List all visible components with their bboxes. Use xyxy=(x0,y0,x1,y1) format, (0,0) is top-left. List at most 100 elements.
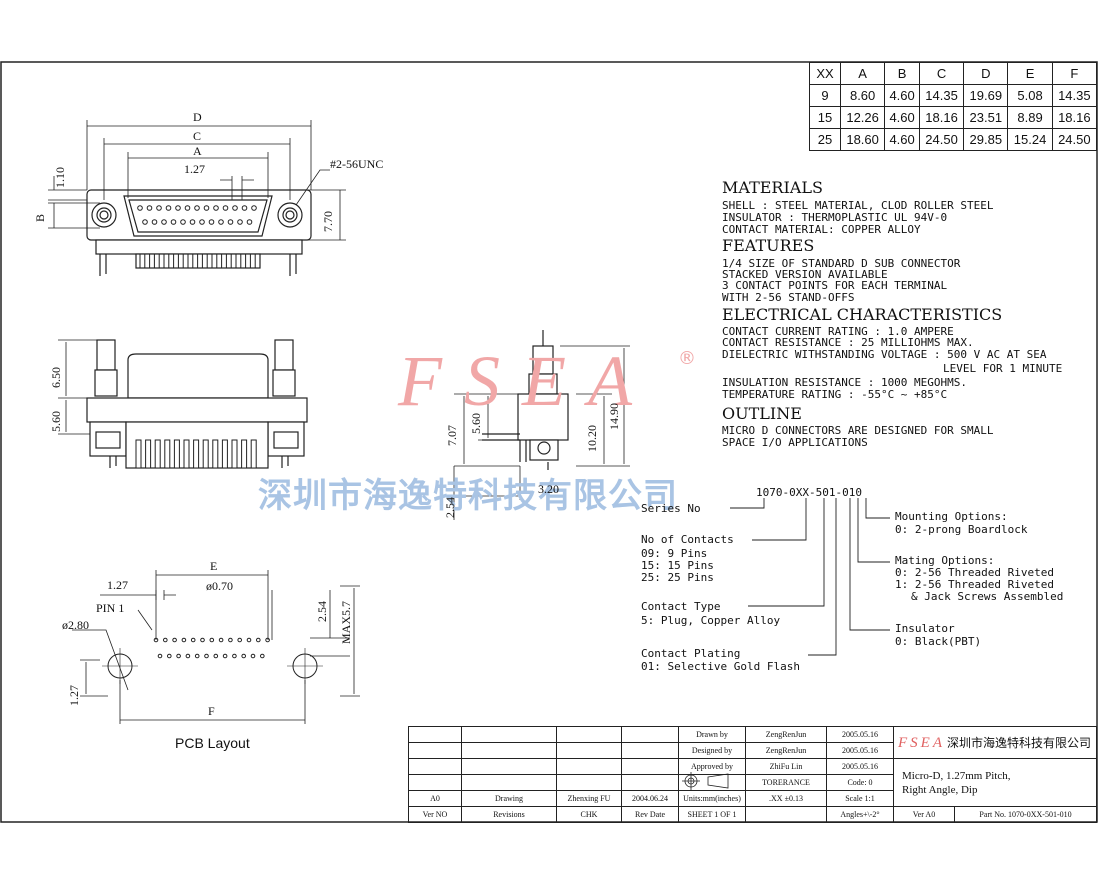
pcb-pin-hole xyxy=(190,637,196,643)
pcb-pin-hole xyxy=(163,637,168,643)
front-dim-a: A xyxy=(193,144,202,158)
side-contact-pin xyxy=(193,439,200,469)
dimension-table-header-cell: A xyxy=(839,62,886,85)
tb-code: Code: 0 xyxy=(826,774,894,791)
tb-drawn-name: ZengRenJun xyxy=(745,726,827,743)
pcb-pin-hole xyxy=(246,637,252,643)
tb-logo-cell: FSEA 深圳市海逸特科技有限公司 xyxy=(893,726,1097,759)
front-hole-right xyxy=(277,202,303,228)
features-title: FEATURES xyxy=(722,236,815,255)
tb-empty xyxy=(461,726,557,743)
tb-drawn-date: 2005.05.16 xyxy=(826,726,894,743)
pcb-pin-hole xyxy=(181,637,187,643)
side-dim-560: 5.60 xyxy=(49,411,63,432)
dimension-table-cell: 8.89 xyxy=(1007,106,1053,129)
watermark-registered: ® xyxy=(678,348,696,369)
dimension-table-cell: 15 xyxy=(809,106,841,129)
dimension-table-cell: 29.85 xyxy=(963,128,1009,151)
profile-dim-560: 5.60 xyxy=(469,413,483,434)
dimension-table-cell: 14.35 xyxy=(918,84,965,107)
front-contact-pins xyxy=(137,205,257,225)
pcb-pin-hole xyxy=(260,653,265,659)
tb-projection xyxy=(678,774,746,791)
side-contact-pins xyxy=(135,439,257,469)
tb-empty xyxy=(408,742,462,759)
tb-empty xyxy=(461,758,557,775)
pcb-dimensions xyxy=(72,570,360,724)
front-contact-pin xyxy=(184,205,191,211)
pcb-pin-hole xyxy=(222,653,228,659)
tb-product-line-2: Right Angle, Dip xyxy=(902,783,978,796)
materials-line-2: INSULATOR : THERMOPLASTIC UL 94V-0 xyxy=(722,211,948,224)
tb-designed-name: ZengRenJun xyxy=(745,742,827,759)
dimension-table-header-cell: F xyxy=(1051,62,1098,85)
profile-view xyxy=(482,330,569,470)
pcb-pin-hole xyxy=(209,637,215,643)
side-contact-pin xyxy=(145,439,152,469)
front-contact-pin xyxy=(175,205,181,211)
contacts-line-2: 15: 15 Pins xyxy=(641,559,714,572)
profile-dim-320: 3.20 xyxy=(538,482,559,496)
pcb-pin-hole xyxy=(256,637,261,643)
dimension-table-header-cell: B xyxy=(884,62,920,85)
contacts-line-3: 25: 25 Pins xyxy=(641,571,714,584)
tb-empty xyxy=(408,774,462,791)
front-contact-pin xyxy=(251,205,257,211)
features-line-4: WITH 2-56 STAND-OFFS xyxy=(722,291,855,304)
part-code: 1070-0XX-501-010 xyxy=(756,486,862,499)
tb-tol-value: .XX ±0.13 xyxy=(745,790,827,807)
tb-drawing: Drawing xyxy=(461,790,557,807)
pcb-pin-hole xyxy=(241,653,246,659)
dimension-table-cell: 14.35 xyxy=(1051,84,1098,107)
front-contact-pin xyxy=(189,219,196,225)
pcb-pin-hole xyxy=(200,637,205,643)
electrical-line-3: DIELECTRIC WITHSTANDING VOLTAGE : 500 V … xyxy=(722,348,1047,361)
front-contact-pin xyxy=(142,219,148,225)
front-contact-pin xyxy=(246,219,253,225)
front-contact-pin xyxy=(199,219,205,225)
dimension-table-cell: 5.08 xyxy=(1007,84,1053,107)
watermark-latin: FSEA xyxy=(398,341,654,421)
pcb-pin-hole xyxy=(228,637,233,643)
pcb-pin-hole xyxy=(213,653,219,659)
pcb-dim-127b: 1.27 xyxy=(67,685,81,706)
dimension-table-cell: 25 xyxy=(809,128,841,151)
tb-empty xyxy=(621,758,679,775)
contact-type-title: Contact Type xyxy=(641,600,721,613)
dimension-table-cell: 24.50 xyxy=(1051,128,1098,151)
front-dim-770: 7.70 xyxy=(321,211,335,232)
profile-dimensions xyxy=(453,345,630,520)
profile-dim-1490: 14.90 xyxy=(607,403,621,430)
pcb-pin-hole xyxy=(218,637,224,643)
tb-empty xyxy=(556,774,622,791)
tb-product-line-1: Micro-D, 1.27mm Pitch, xyxy=(902,769,1011,782)
front-contact-pin xyxy=(241,205,248,211)
pcb-pin-hole xyxy=(194,653,200,659)
pcb-dim-254: 2.54 xyxy=(315,601,329,622)
pcb-pin-hole xyxy=(232,653,237,659)
tb-ver-no: Ver NO xyxy=(408,806,462,823)
profile-dim-707: 7.07 xyxy=(445,425,459,446)
dimension-table-cell: 18.16 xyxy=(1051,106,1098,129)
front-contact-pin xyxy=(170,219,177,225)
tb-empty xyxy=(621,742,679,759)
dimension-table-cell: 15.24 xyxy=(1007,128,1053,151)
profile-body xyxy=(517,393,569,441)
outline-line-2: SPACE I/O APPLICATIONS xyxy=(722,436,868,449)
pcb-pin-holes xyxy=(153,637,270,659)
pcb-dim-f: F xyxy=(208,704,215,718)
side-standoff-right xyxy=(274,339,294,371)
pcb-pin-hole xyxy=(237,637,242,643)
dimension-table-cell: 4.60 xyxy=(884,128,920,151)
pcb-dim-280: ø2.80 xyxy=(62,618,89,632)
side-contact-pin xyxy=(231,439,238,469)
tb-ver-label: Ver A0 xyxy=(893,806,955,823)
front-contact-pin xyxy=(237,219,243,225)
tb-angles: Angles+\-2° xyxy=(826,806,894,823)
front-contact-pin xyxy=(156,205,162,211)
side-contact-pin xyxy=(221,439,228,469)
